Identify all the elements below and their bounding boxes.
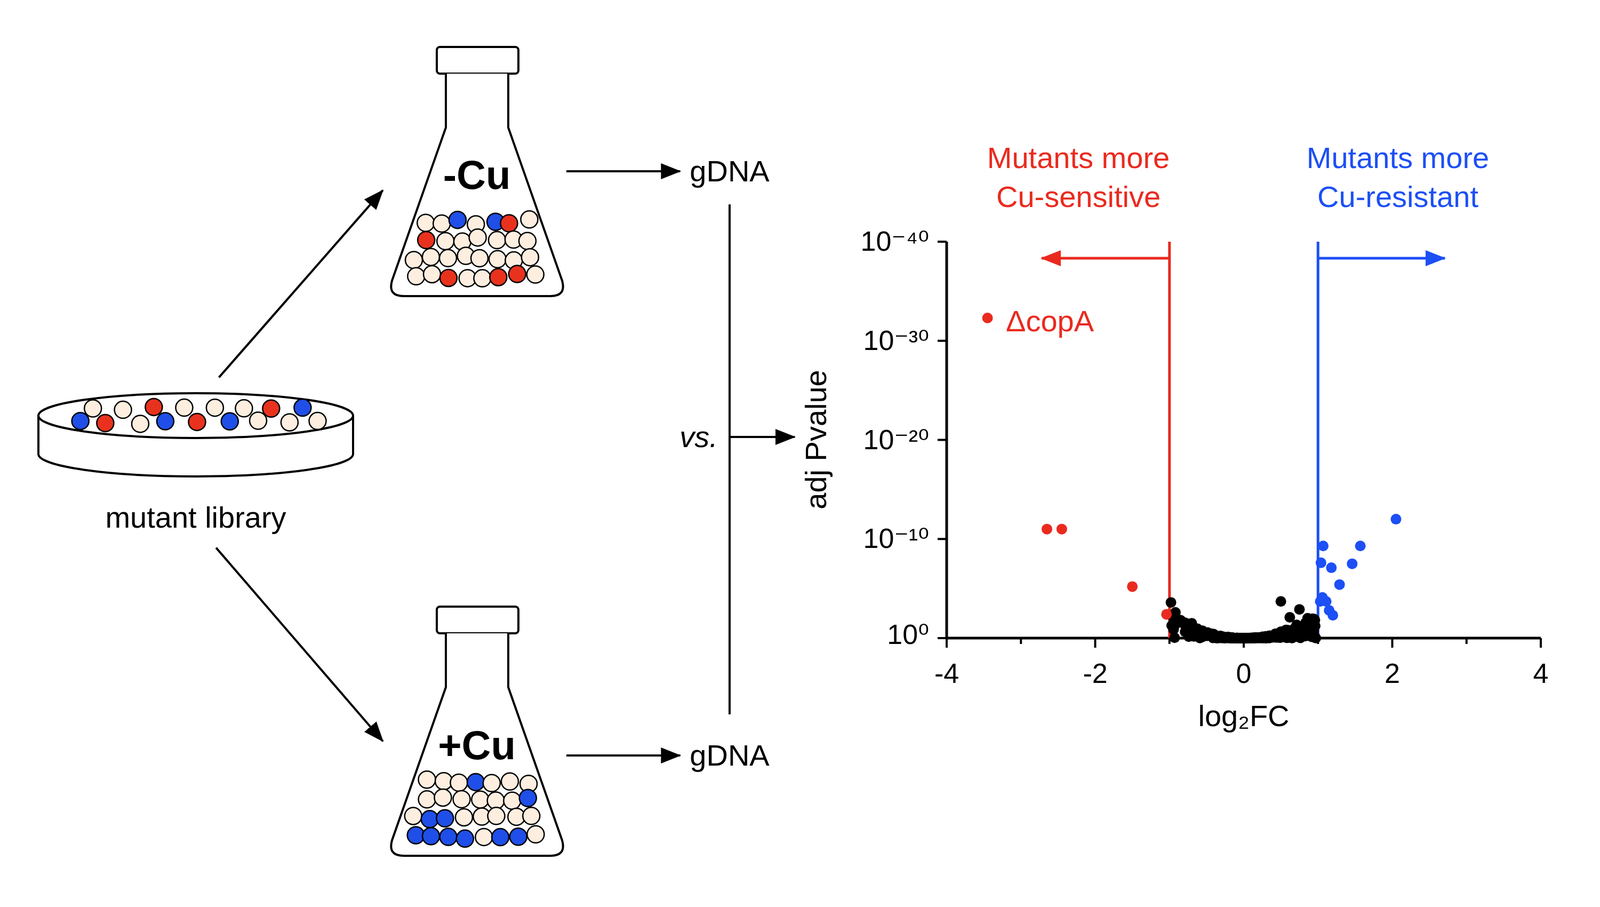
library-caption: mutant library [105, 500, 286, 535]
data-point [1186, 617, 1198, 629]
data-point [1317, 540, 1329, 551]
axis-tick-label: 10⁻¹⁰ [863, 520, 930, 557]
y-ticks [937, 241, 947, 638]
data-point [1317, 592, 1328, 603]
sample-label: gDNA [686, 734, 773, 776]
flow-arrow [566, 754, 680, 757]
plot-axes [937, 241, 1541, 648]
data-point [1257, 631, 1269, 643]
axis-title: adj Pvalue [796, 369, 836, 510]
data-point [1165, 596, 1177, 608]
threshold-line [1168, 241, 1171, 638]
axis-tick-label: 10⁻⁴⁰ [860, 223, 930, 260]
axis-tick-label: 0 [1236, 655, 1252, 692]
data-point [1161, 608, 1172, 620]
data-point [1305, 618, 1316, 630]
petri-dish: mutant library [37, 389, 355, 539]
flow-arrow [216, 547, 383, 742]
axis-tick-label: 2 [1384, 655, 1400, 692]
culture-flask: -Cu [387, 45, 567, 299]
data-point [1334, 579, 1346, 590]
axis-tick-label: 10⁰ [886, 616, 930, 653]
data-point [1207, 632, 1219, 644]
data-point [1325, 562, 1337, 573]
data-point [1284, 611, 1295, 623]
data-point [1327, 609, 1339, 621]
axis-tick-label: 10⁻³⁰ [863, 322, 930, 359]
threshold-line [1316, 241, 1320, 638]
sample-label: gDNA [686, 150, 773, 192]
data-point [1293, 603, 1305, 615]
sample-text: gDNA [689, 738, 770, 773]
culture-flask: +Cu [387, 605, 567, 858]
axis-tick-label: 10⁻²⁰ [863, 421, 930, 459]
data-points [982, 312, 1402, 644]
flow-arrow [566, 170, 680, 173]
data-point [1226, 632, 1238, 644]
region-label: Mutants more Cu-resistant [1283, 138, 1513, 217]
axis-tick-label: -2 [1082, 655, 1108, 692]
flow-arrow [219, 190, 383, 378]
region-label: Mutants more Cu-sensitive [963, 138, 1194, 217]
data-point [1390, 513, 1402, 525]
gene-label: ΔcopA [1005, 301, 1094, 341]
axis-tick-label: -4 [934, 655, 959, 692]
sample-text: gDNA [689, 154, 770, 189]
data-point [1056, 523, 1068, 535]
comparison-label: vs. [679, 417, 718, 457]
bracket-line [728, 204, 731, 715]
axis-title: log₂FC [1197, 696, 1290, 736]
data-point [1355, 540, 1366, 551]
data-point [1346, 558, 1358, 570]
data-point [982, 312, 994, 324]
direction-arrow [1041, 257, 1170, 260]
data-point [1268, 629, 1280, 641]
data-point [1275, 595, 1287, 607]
axis-tick-label: 4 [1533, 655, 1549, 692]
compare-arrow [729, 435, 795, 438]
condition-label: +Cu [437, 721, 516, 768]
condition-label: -Cu [443, 151, 511, 198]
data-point [1126, 580, 1138, 592]
data-point [1175, 614, 1187, 626]
data-point [1246, 632, 1258, 644]
data-point [1041, 523, 1053, 535]
data-point [1315, 557, 1327, 568]
direction-arrow [1317, 257, 1445, 260]
